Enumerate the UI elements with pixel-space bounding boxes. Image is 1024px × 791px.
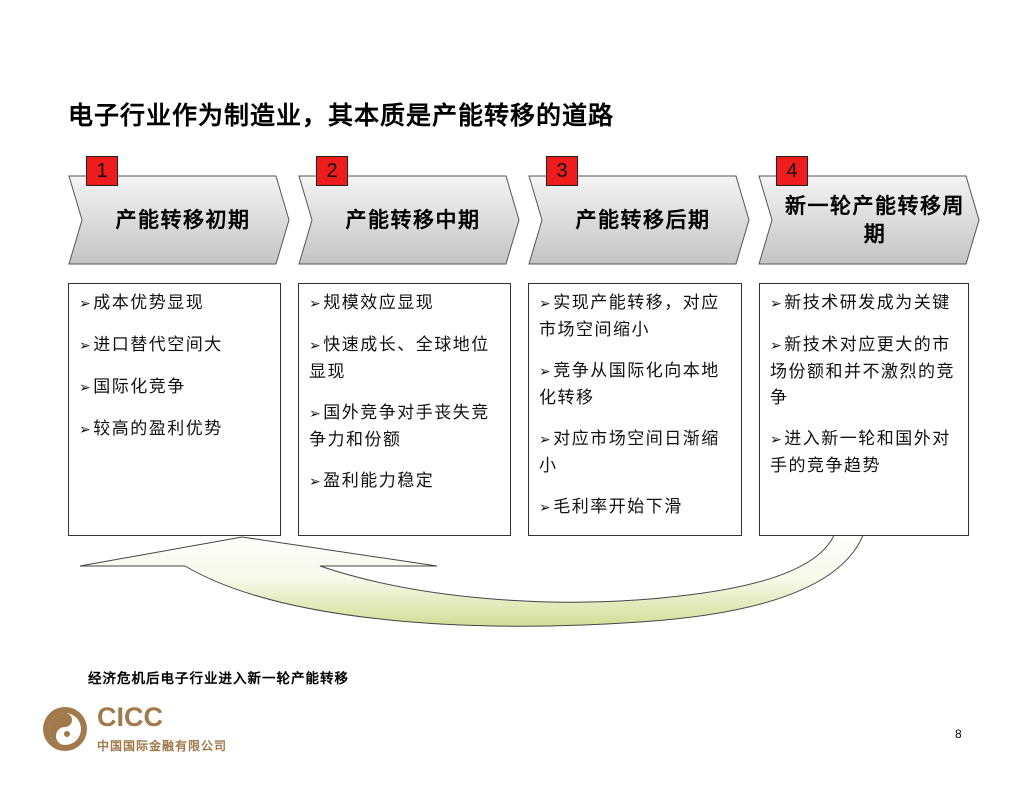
footnote: 经济危机后电子行业进入新一轮产能转移: [88, 671, 349, 687]
phase-chevron-4: [758, 175, 980, 265]
phase-label-4: 新一轮产能转移周期: [785, 194, 965, 246]
phase-card-3: ➢实现产能转移，对应市场空间缩小 ➢竞争从国际化向本地化转移 ➢对应市场空间日渐…: [528, 283, 742, 536]
list-item: ➢盈利能力稳定: [309, 471, 435, 491]
phase-label-3: 产能转移后期: [575, 208, 711, 232]
list-item: ➢较高的盈利优势: [79, 419, 223, 439]
list-item: ➢毛利率开始下滑: [539, 497, 683, 517]
page-number: 8: [955, 727, 962, 741]
list-item: ➢新技术研发成为关键: [770, 293, 951, 313]
list-item: ➢竞争从国际化向本地化转移: [539, 361, 720, 408]
list-item: ➢国外竞争对手丧失竞争力和份额: [309, 403, 490, 450]
logo-wordmark: CICC: [97, 702, 163, 732]
cicc-logo-icon: [43, 707, 87, 751]
list-item: ➢国际化竞争: [79, 377, 186, 397]
phase-chevron-1: [68, 175, 290, 265]
phase-chevron-3: [528, 175, 750, 265]
logo-subtitle: 中国国际金融有限公司: [97, 739, 228, 753]
phase-number-badge: 4: [776, 156, 808, 186]
cycle-return-arrow: [79, 529, 866, 627]
phase-number-badge: 3: [546, 156, 578, 186]
phase-card-1: ➢成本优势显现 ➢进口替代空间大 ➢国际化竞争 ➢较高的盈利优势: [68, 283, 281, 536]
phase-chevrons: [68, 175, 980, 265]
list-item: ➢实现产能转移，对应市场空间缩小: [539, 293, 720, 340]
phase-number-badge: 1: [86, 156, 118, 186]
phase-card-4: ➢新技术研发成为关键 ➢新技术对应更大的市场份额和并不激烈的竞争 ➢进入新一轮和…: [759, 283, 969, 536]
list-item: ➢快速成长、全球地位显现: [309, 335, 490, 382]
list-item: ➢进入新一轮和国外对手的竞争趋势: [770, 429, 951, 476]
list-item: ➢成本优势显现: [79, 293, 205, 313]
list-item: ➢新技术对应更大的市场份额和并不激烈的竞争: [770, 335, 955, 408]
phase-card-2: ➢规模效应显现 ➢快速成长、全球地位显现 ➢国外竞争对手丧失竞争力和份额 ➢盈利…: [298, 283, 511, 536]
phase-number-badge: 2: [316, 156, 348, 186]
list-item: ➢对应市场空间日渐缩小: [539, 429, 720, 476]
list-item: ➢进口替代空间大: [79, 335, 223, 355]
slide-title: 电子行业作为制造业，其本质是产能转移的道路: [68, 101, 615, 130]
list-item: ➢规模效应显现: [309, 293, 435, 313]
phase-chevron-2: [298, 175, 520, 265]
phase-label-2: 产能转移中期: [345, 208, 481, 232]
phase-label-1: 产能转移初期: [115, 208, 251, 232]
